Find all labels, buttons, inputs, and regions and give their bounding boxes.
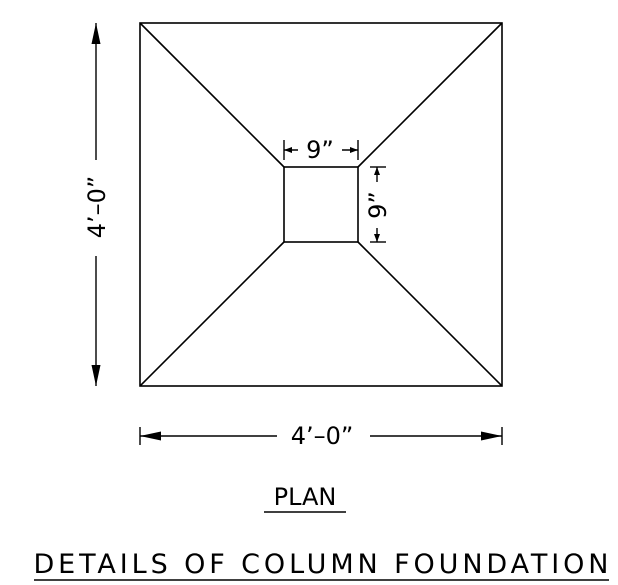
drawing-title-label: DETAILS OF COLUMN FOUNDATION — [34, 549, 609, 580]
footing-outline — [139, 22, 503, 387]
drawing-title: DETAILS OF COLUMN FOUNDATION — [34, 549, 609, 581]
view-title: PLAN — [264, 483, 346, 513]
dimension-column-horizontal: 9” — [283, 134, 359, 164]
slope-line-top-right — [357, 22, 503, 168]
dimension-vertical-overall-label: 4’–0” — [83, 176, 111, 239]
dimension-vertical-overall: 4’–0” — [83, 23, 111, 386]
slope-line-bottom-left — [139, 241, 285, 387]
column-outline — [283, 166, 359, 243]
slope-line-top-left — [139, 22, 285, 168]
view-title-label: PLAN — [274, 483, 337, 511]
dimension-column-vertical: 9” — [364, 166, 392, 243]
dimension-horizontal-overall: 4’–0” — [139, 420, 503, 450]
slope-line-bottom-right — [357, 241, 503, 387]
dimension-horizontal-overall-label: 4’–0” — [291, 422, 354, 450]
dimension-column-vertical-label: 9” — [364, 191, 392, 219]
dimension-column-horizontal-label: 9” — [306, 136, 334, 164]
